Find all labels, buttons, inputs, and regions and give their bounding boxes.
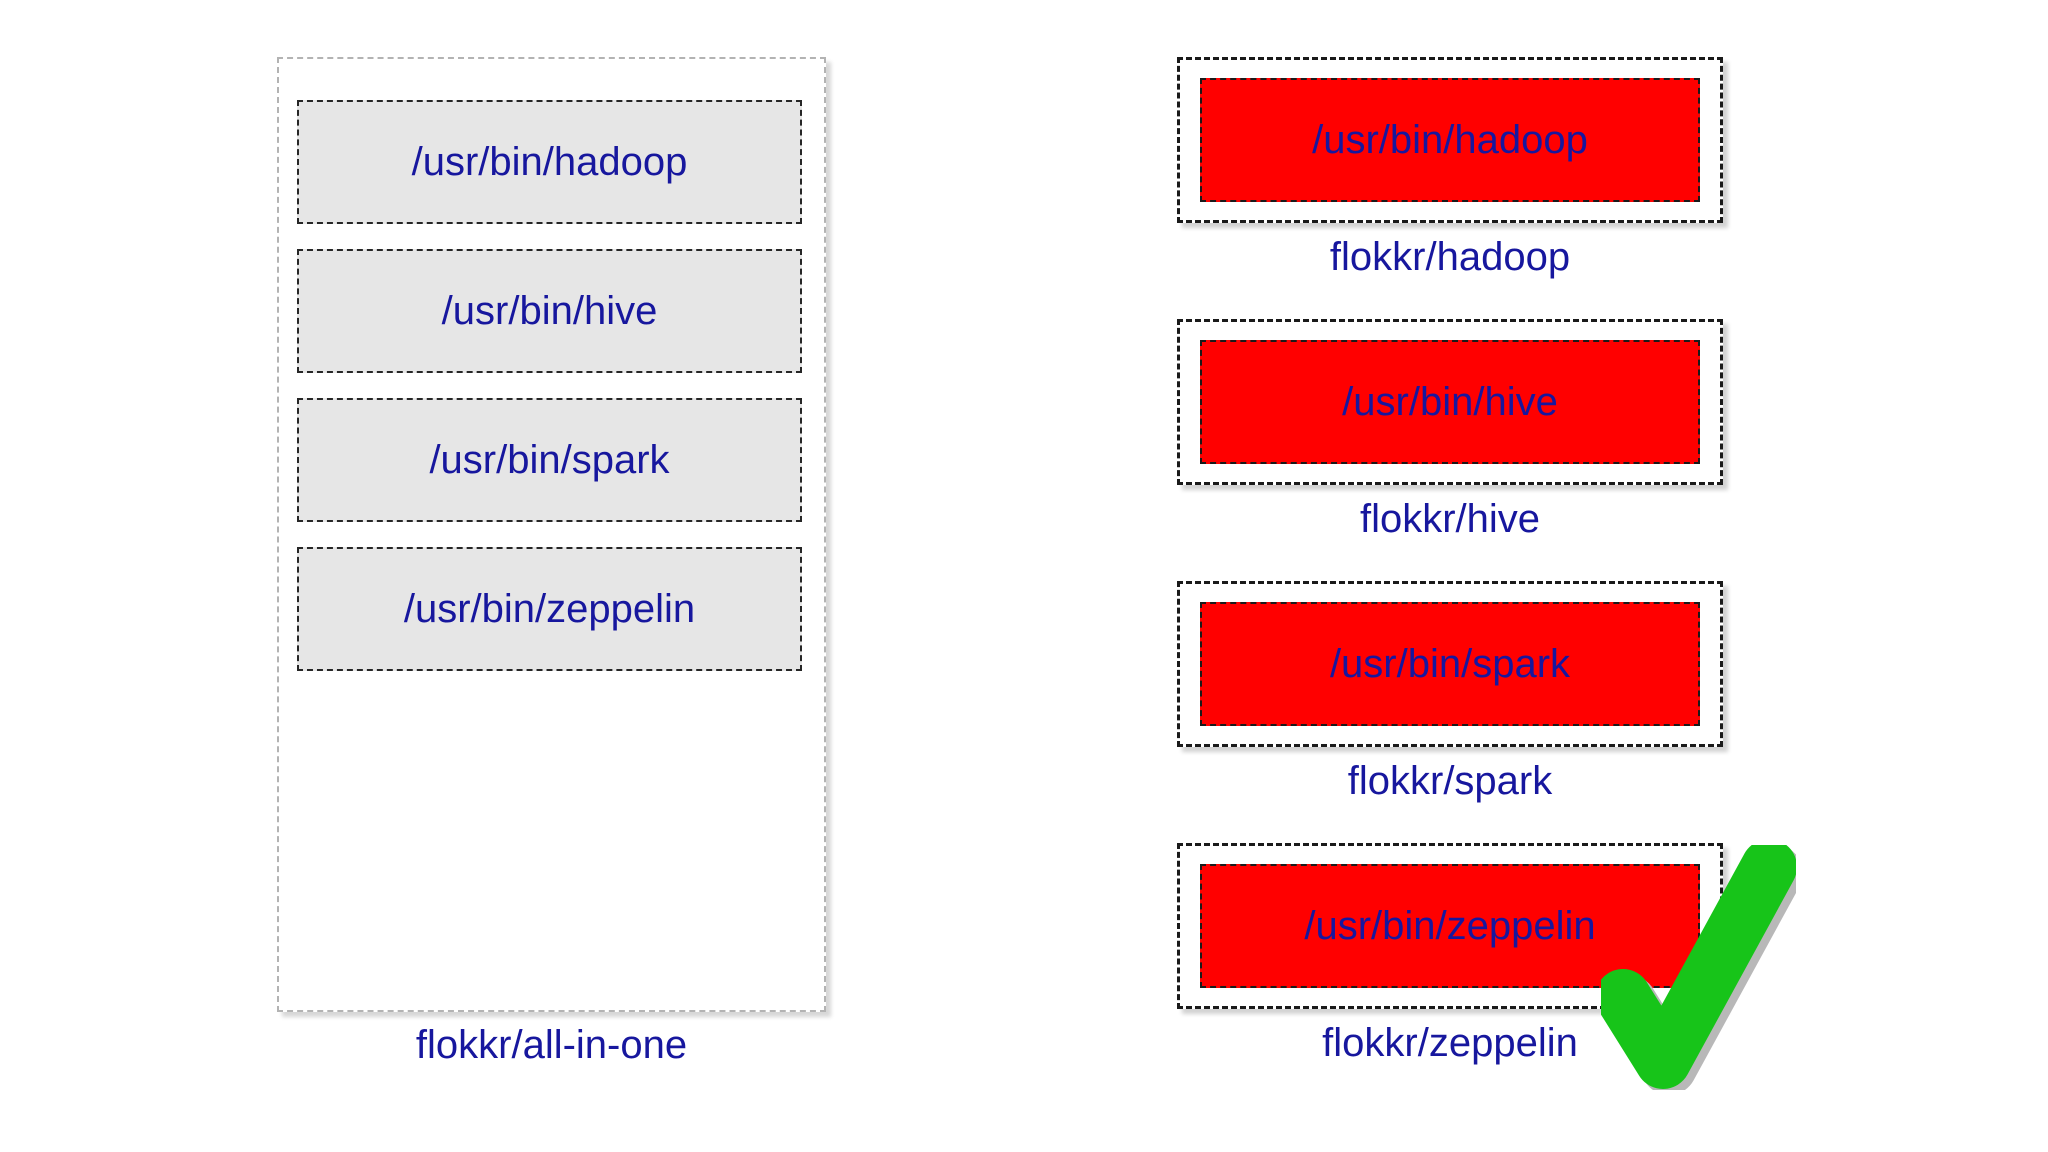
component-container: /usr/bin/hadoop bbox=[1177, 57, 1723, 223]
all-in-one-item: /usr/bin/zeppelin bbox=[297, 547, 802, 671]
binary-path-label: /usr/bin/spark bbox=[1329, 642, 1571, 686]
component-group: /usr/bin/hadoop flokkr/hadoop bbox=[1177, 57, 1723, 277]
all-in-one-caption: flokkr/all-in-one bbox=[415, 1023, 688, 1067]
all-in-one-item: /usr/bin/hive bbox=[297, 249, 802, 373]
component-binary-box: /usr/bin/hadoop bbox=[1200, 78, 1700, 202]
binary-path-label: /usr/bin/hadoop bbox=[411, 140, 688, 184]
component-caption: flokkr/hive bbox=[1359, 497, 1541, 541]
binary-path-label: /usr/bin/hive bbox=[1342, 380, 1558, 424]
component-container: /usr/bin/spark bbox=[1177, 581, 1723, 747]
component-image-column: /usr/bin/hadoop flokkr/hadoop /usr/bin/h… bbox=[1177, 57, 1737, 1105]
all-in-one-item-list: /usr/bin/hadoop /usr/bin/hive /usr/bin/s… bbox=[297, 100, 802, 696]
component-caption: flokkr/zeppelin bbox=[1322, 1021, 1578, 1065]
binary-path-label: /usr/bin/spark bbox=[429, 438, 670, 482]
component-group: /usr/bin/spark flokkr/spark bbox=[1177, 581, 1723, 801]
binary-path-label: /usr/bin/hadoop bbox=[1312, 118, 1588, 162]
component-binary-box: /usr/bin/zeppelin bbox=[1200, 864, 1700, 988]
component-caption: flokkr/spark bbox=[1347, 759, 1553, 803]
component-binary-box: /usr/bin/spark bbox=[1200, 602, 1700, 726]
all-in-one-group: /usr/bin/hadoop /usr/bin/hive /usr/bin/s… bbox=[277, 57, 826, 1065]
all-in-one-item: /usr/bin/hadoop bbox=[297, 100, 802, 224]
binary-path-label: /usr/bin/zeppelin bbox=[1304, 904, 1596, 948]
binary-path-label: /usr/bin/hive bbox=[441, 289, 658, 333]
component-container: /usr/bin/hive bbox=[1177, 319, 1723, 485]
component-group: /usr/bin/hive flokkr/hive bbox=[1177, 319, 1723, 539]
component-caption: flokkr/hadoop bbox=[1329, 235, 1571, 279]
component-binary-box: /usr/bin/hive bbox=[1200, 340, 1700, 464]
component-container: /usr/bin/zeppelin bbox=[1177, 843, 1723, 1009]
all-in-one-item: /usr/bin/spark bbox=[297, 398, 802, 522]
binary-path-label: /usr/bin/zeppelin bbox=[403, 587, 696, 631]
component-group: /usr/bin/zeppelin flokkr/zeppelin bbox=[1177, 843, 1723, 1063]
